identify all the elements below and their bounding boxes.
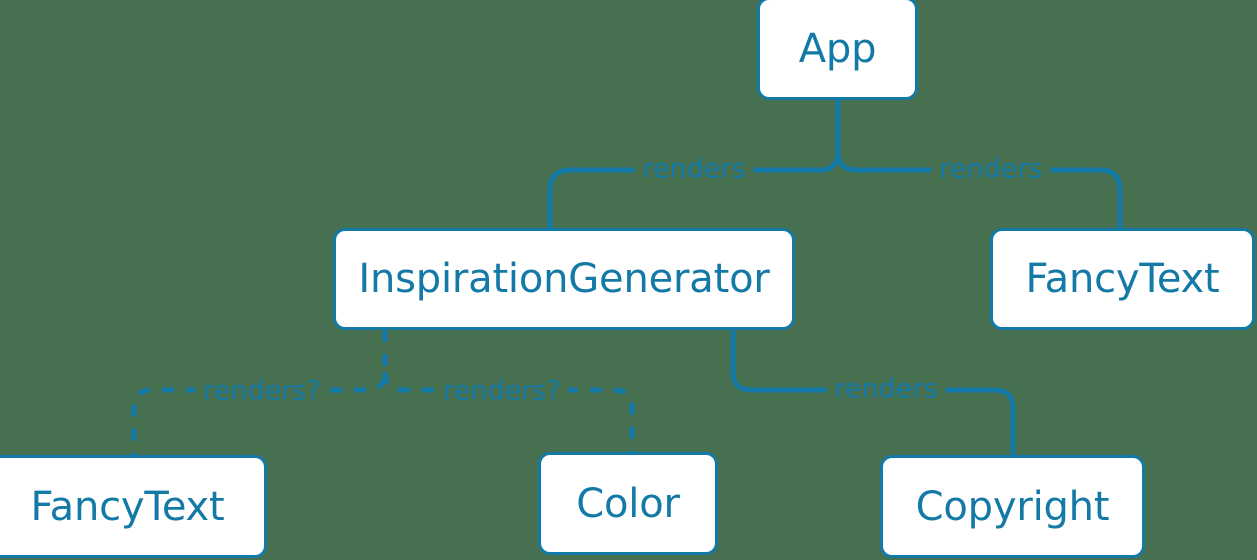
node-color[interactable]: Color bbox=[538, 452, 718, 555]
edge-label-inspiration-to-copyright: renders bbox=[826, 375, 946, 403]
node-app-label: App bbox=[798, 25, 877, 72]
node-fancytext-right-label: FancyText bbox=[1025, 256, 1220, 302]
edge-label-app-to-fancytext: renders bbox=[931, 155, 1051, 183]
edge-inspiration-to-color-dashed bbox=[382, 371, 635, 452]
edge-label-app-to-inspiration: renders bbox=[634, 155, 754, 183]
node-color-label: Color bbox=[576, 480, 680, 527]
node-fancytext-right[interactable]: FancyText bbox=[990, 228, 1255, 330]
node-copyright[interactable]: Copyright bbox=[880, 455, 1145, 558]
node-copyright-label: Copyright bbox=[915, 483, 1110, 530]
node-inspiration-generator-label: InspirationGenerator bbox=[358, 256, 770, 302]
edge-label-inspiration-to-color: renders? bbox=[435, 377, 569, 405]
edge-app-to-inspiration bbox=[547, 151, 841, 228]
edge-label-inspiration-to-fancytext: renders? bbox=[195, 377, 329, 405]
node-app[interactable]: App bbox=[757, 0, 918, 100]
node-inspiration-generator[interactable]: InspirationGenerator bbox=[333, 228, 795, 330]
node-fancytext-bottom[interactable]: FancyText bbox=[0, 455, 267, 558]
node-fancytext-bottom-label: FancyText bbox=[30, 483, 225, 530]
